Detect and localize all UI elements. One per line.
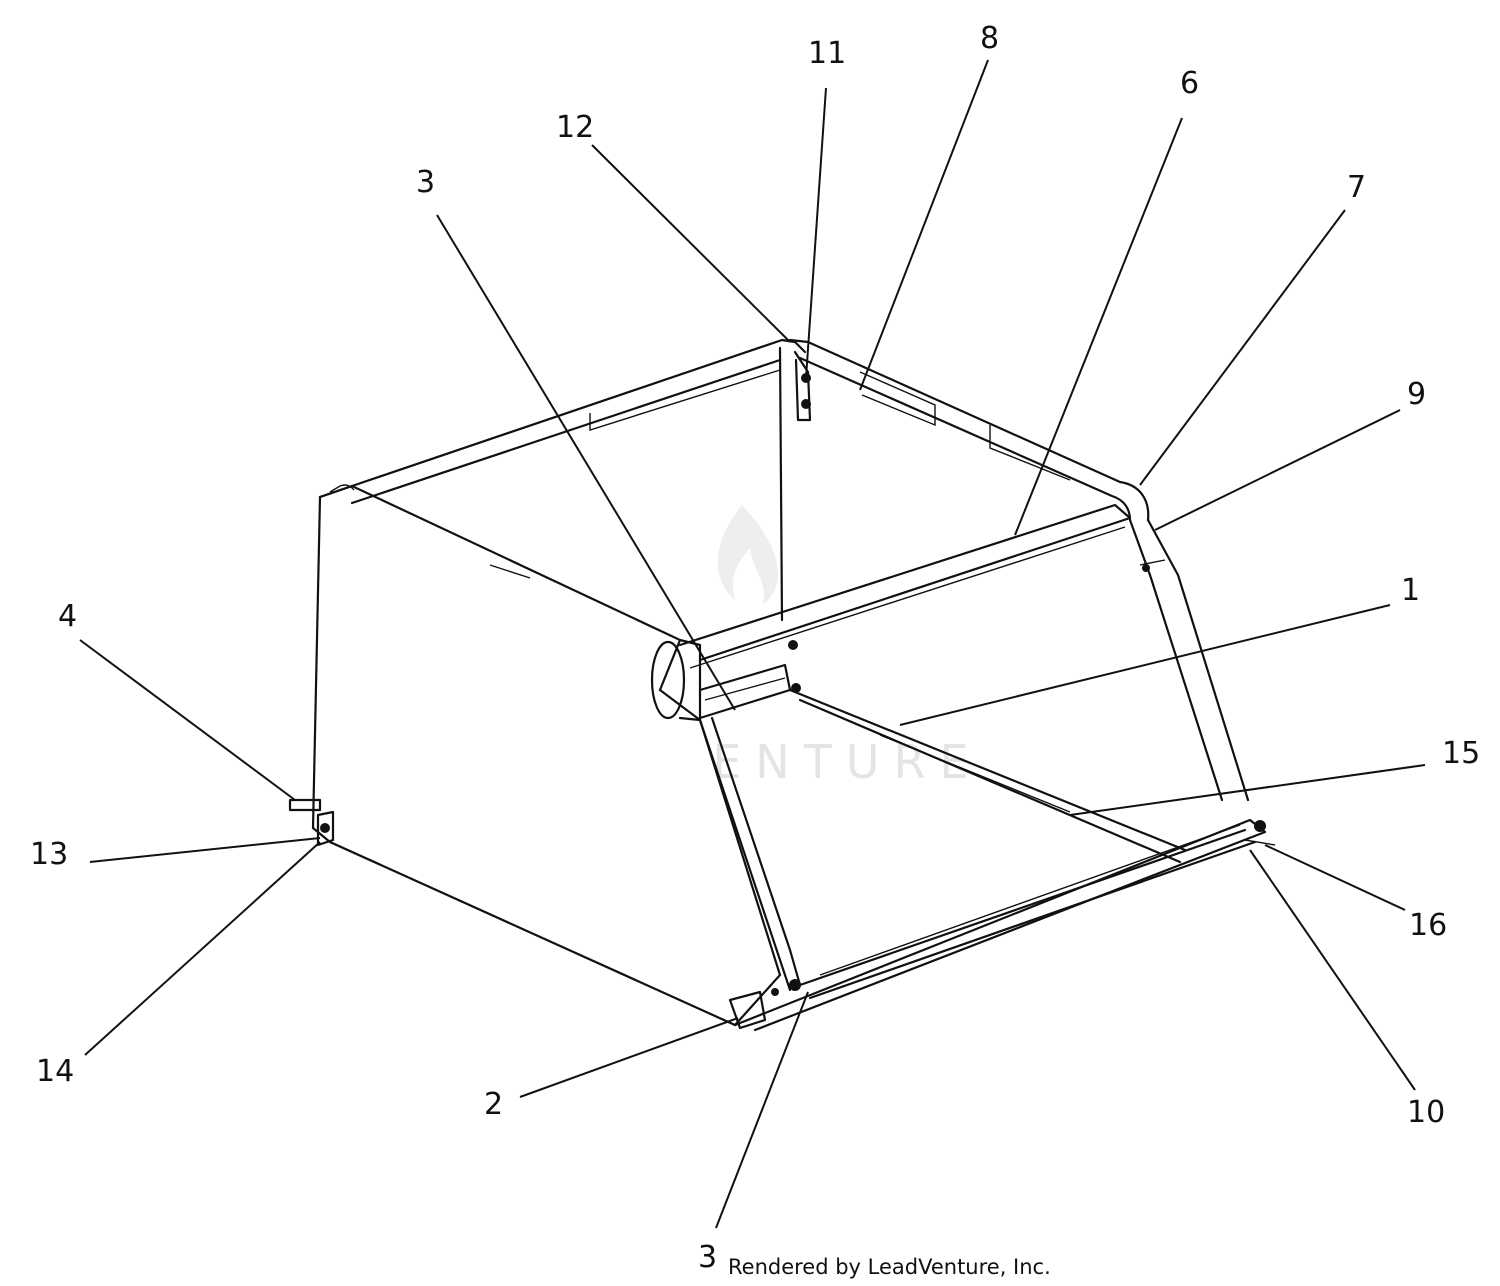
front-bottom-bar xyxy=(733,818,1276,1032)
flame-logo-icon xyxy=(717,505,779,605)
callout-label: 4 xyxy=(58,599,77,634)
callout-label: 11 xyxy=(808,36,846,71)
top-rail-right xyxy=(788,338,1150,522)
callout-label: 15 xyxy=(1442,736,1480,771)
cross-bar-top xyxy=(678,503,1132,669)
callout-label: 9 xyxy=(1407,377,1426,412)
callout-label: 8 xyxy=(980,21,999,56)
bottom-rail-back xyxy=(788,688,1187,864)
callout-label: 6 xyxy=(1180,66,1199,101)
leader-lines xyxy=(79,59,1426,1229)
latch-left xyxy=(288,798,335,847)
callout-label: 12 xyxy=(556,110,594,145)
front-tube-right xyxy=(1128,518,1250,802)
rear-post xyxy=(778,346,812,622)
callout-label: 1 xyxy=(1401,573,1420,608)
callout-label: 10 xyxy=(1407,1095,1445,1130)
callout-label: 3 xyxy=(698,1240,717,1275)
credit-text: Rendered by LeadVenture, Inc. xyxy=(728,1255,1051,1279)
front-tube-left xyxy=(698,716,802,992)
callout-label: 13 xyxy=(30,837,68,872)
callout-label: 14 xyxy=(36,1054,74,1089)
bag-side-panel xyxy=(311,484,782,1027)
callout-label: 3 xyxy=(416,165,435,200)
callout-label: 2 xyxy=(484,1087,503,1122)
callout-label: 16 xyxy=(1409,908,1447,943)
callout-labels: 11 8 6 12 3 7 9 1 4 15 13 16 14 2 10 3 xyxy=(30,21,1480,1275)
front-roll xyxy=(650,638,801,722)
top-rail-back xyxy=(318,338,807,579)
callout-label: 7 xyxy=(1347,170,1366,205)
